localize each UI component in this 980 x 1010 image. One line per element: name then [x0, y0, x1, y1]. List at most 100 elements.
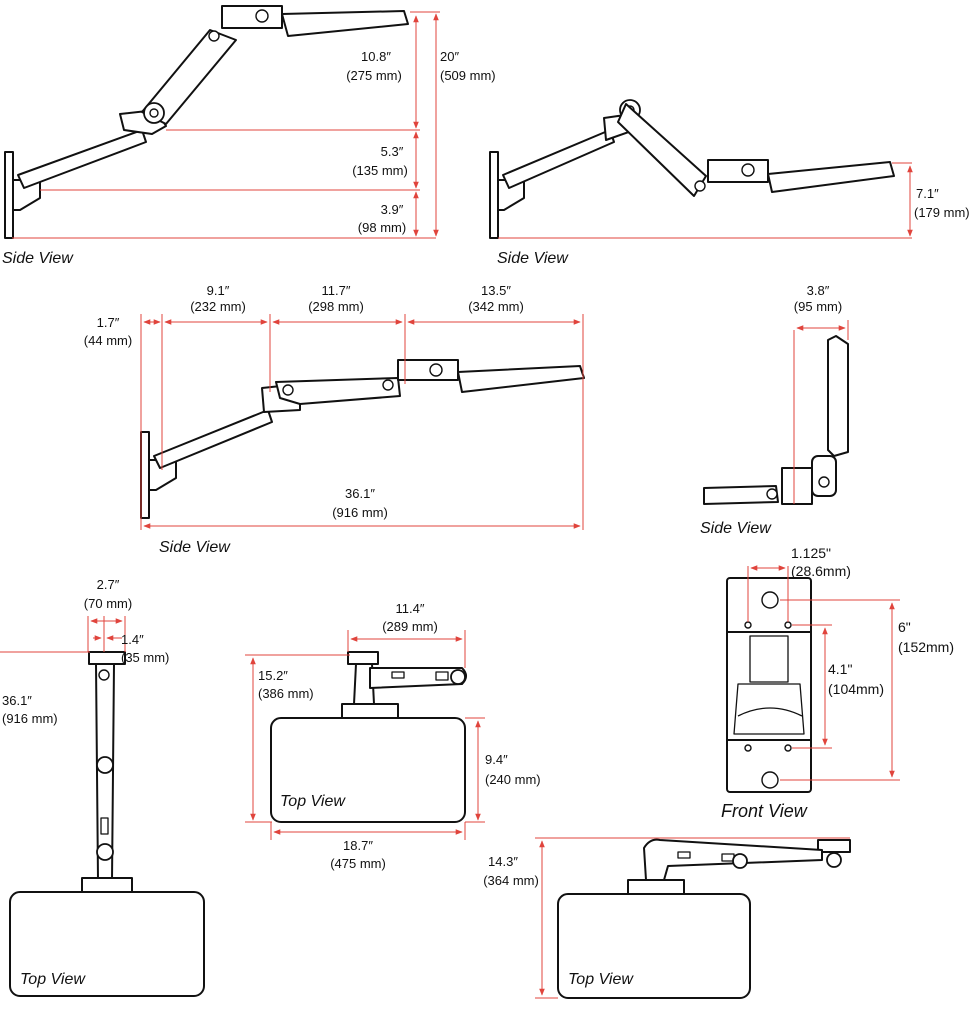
pivot — [732, 853, 748, 869]
dim-label: (104mm) — [828, 681, 884, 697]
base-pivot — [96, 843, 114, 861]
dim-label: 13.5″ — [481, 283, 511, 298]
head-block — [707, 159, 769, 183]
dim-label: (240 mm) — [485, 772, 541, 787]
dim-label: (98 mm) — [358, 220, 406, 235]
elbow-pivot — [96, 756, 114, 774]
dim-label: 11.7″ — [322, 283, 351, 298]
dim-label: (289 mm) — [382, 619, 438, 634]
dim-label: 20″ — [440, 49, 459, 64]
dim-label: 3.9″ — [381, 202, 404, 217]
dim-label: (152mm) — [898, 639, 954, 655]
side-view-3: 1.7″ (44 mm) 9.1″ (232 mm) 11.7″ (298 mm… — [84, 283, 585, 556]
screw-hole — [744, 744, 752, 752]
dim-label: 11.4″ — [396, 601, 425, 616]
tilt-block — [811, 455, 837, 497]
desk-clamp — [627, 879, 685, 895]
side-view-2: 7.1″ (179 mm) Side View — [489, 99, 970, 267]
view-label: Side View — [2, 250, 74, 267]
dim-label: 4.1" — [828, 661, 852, 677]
dim-label: 15.2″ — [258, 668, 288, 683]
top-view-2: 11.4″ (289 mm) 15.2″ (386 mm) 9.4″ (240 … — [245, 601, 541, 871]
cable-clip — [435, 671, 449, 681]
head-block — [88, 651, 126, 665]
wall-plate — [140, 431, 150, 519]
upper-arm — [275, 377, 401, 405]
dim-label: 36.1″ — [2, 693, 32, 708]
dim-label: 7.1″ — [916, 186, 939, 201]
wall-plate — [489, 151, 499, 239]
view-label: Side View — [497, 250, 569, 267]
dim-label: (232 mm) — [190, 299, 246, 314]
top-view-3: 14.3″ (364 mm) Top View — [483, 837, 851, 999]
monitor-plate — [827, 335, 849, 457]
dim-label: 14.3″ — [488, 854, 518, 869]
dim-label: 9.4″ — [485, 752, 508, 767]
cable-clip — [677, 851, 691, 859]
tilt-pivot — [741, 163, 755, 177]
dim-label: (916 mm) — [2, 711, 58, 726]
pivot-hole — [282, 384, 294, 396]
dim-label: (916 mm) — [332, 505, 388, 520]
screw-hole — [784, 744, 792, 752]
end-pivot — [826, 852, 842, 868]
mounting-slot — [761, 591, 779, 609]
dim-label: (179 mm) — [914, 205, 970, 220]
dim-label: (44 mm) — [84, 333, 132, 348]
dim-label: (475 mm) — [330, 856, 386, 871]
head-block — [347, 651, 379, 665]
view-label: Top View — [568, 971, 634, 988]
end-pivot — [450, 669, 466, 685]
upper-arm — [617, 103, 707, 197]
head-block — [397, 359, 459, 381]
wall-plate — [4, 151, 14, 239]
screw-hole — [784, 621, 792, 629]
side-view-4: 3.8″ (95 mm) Side View — [700, 283, 849, 537]
pivot-hole — [382, 379, 394, 391]
side-view-1: 10.8″ (275 mm) 20″ (509 mm) 5.3″ (135 mm… — [2, 5, 496, 267]
dim-label: 2.7″ — [97, 577, 120, 592]
monitor-plate — [767, 161, 895, 193]
dim-label: (95 mm) — [794, 299, 842, 314]
desk-clamp — [341, 703, 399, 719]
desk-surface — [270, 717, 466, 823]
lower-arm — [502, 129, 615, 189]
tilt-pivot — [255, 9, 269, 23]
dim-label: 1.7″ — [97, 315, 120, 330]
dim-label: (298 mm) — [308, 299, 364, 314]
pivot-hole — [694, 180, 706, 192]
pivot-hole — [766, 488, 778, 500]
dim-label: 36.1″ — [345, 486, 375, 501]
dim-label: (28.6mm) — [791, 563, 851, 579]
desk-clamp — [81, 877, 133, 893]
dim-label: (386 mm) — [258, 686, 314, 701]
dim-label: 1.125" — [791, 545, 831, 561]
head-block — [817, 839, 851, 853]
tilt-pivot — [429, 363, 443, 377]
view-label: Top View — [20, 971, 86, 988]
dim-label: 9.1″ — [207, 283, 230, 298]
desk-surface — [9, 891, 205, 997]
lower-arm — [153, 409, 273, 469]
dim-label: (275 mm) — [346, 68, 402, 83]
bracket-curve — [737, 707, 803, 717]
dim-label: (342 mm) — [468, 299, 524, 314]
dim-label: (135 mm) — [352, 163, 408, 178]
cable-clip — [391, 671, 405, 679]
tilt-pivot — [818, 476, 830, 488]
pivot-hole — [208, 30, 220, 42]
dim-label: 18.7″ — [343, 838, 373, 853]
screw-hole — [744, 621, 752, 629]
bracket-upper — [749, 635, 789, 683]
view-label: Side View — [159, 539, 231, 556]
dim-label: 5.3″ — [381, 144, 404, 159]
top-view-1: 2.7″ (70 mm) 1.4″ (35 mm) 36.1″ (916 mm)… — [0, 577, 205, 997]
view-label: Front View — [721, 801, 808, 821]
dim-label: (35 mm) — [121, 650, 169, 665]
front-view: 1.125" (28.6mm) 6" (152mm) 4.1" (104mm) … — [721, 545, 954, 821]
dim-label: 10.8″ — [361, 49, 391, 64]
monitor-plate — [457, 365, 585, 393]
dim-label: (509 mm) — [440, 68, 496, 83]
dim-label: 1.4″ — [121, 632, 144, 647]
